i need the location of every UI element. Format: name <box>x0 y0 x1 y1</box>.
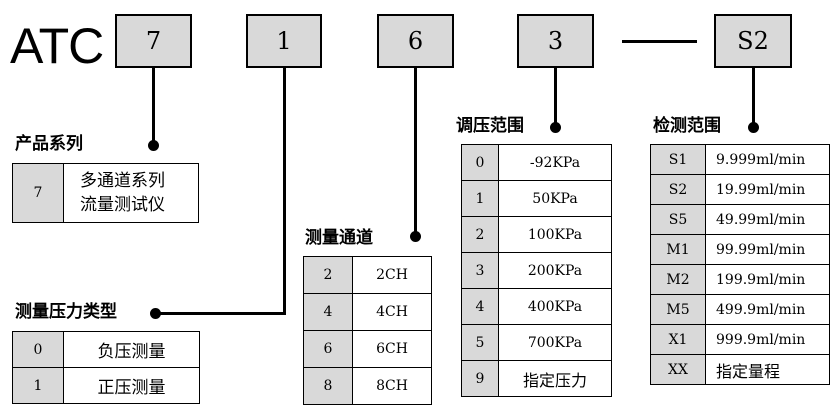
option-code: M5 <box>650 294 706 325</box>
pressure-type-title: 测量压力类型 <box>15 302 117 322</box>
code-box-detection-range: S2 <box>714 14 792 68</box>
option-code: S5 <box>650 204 706 235</box>
table-row: 7 多通道系列 流量测试仪 <box>12 163 199 223</box>
pressure-range-table: 0 -92KPa 1 50KPa 2 100KPa 3 200KPa 4 400… <box>461 144 612 397</box>
connector-dot-pressure-type <box>150 308 161 319</box>
option-code: S1 <box>650 144 706 175</box>
option-code: 2 <box>303 256 353 294</box>
option-label: 100KPa <box>498 216 612 253</box>
table-row: 1 正压测量 <box>12 367 200 404</box>
option-code: S2 <box>650 174 706 205</box>
option-label: 200KPa <box>498 252 612 289</box>
detection-range-table: S1 9.999ml/min S2 19.99ml/min S5 49.99ml… <box>650 144 830 385</box>
option-label-line: 流量测试仪 <box>80 195 165 215</box>
option-label: 700KPa <box>498 324 612 361</box>
connector-detection-range <box>752 68 755 126</box>
table-row: S1 9.999ml/min <box>650 144 830 175</box>
code-box-channels: 6 <box>377 14 454 68</box>
connector-dot-series <box>148 140 159 151</box>
table-row: X1 999.9ml/min <box>650 324 830 355</box>
option-label: -92KPa <box>498 144 612 181</box>
option-code: 2 <box>461 216 499 253</box>
code-box-pressure-type: 1 <box>246 14 322 68</box>
table-row: 2 100KPa <box>461 216 612 253</box>
option-label: 多通道系列 流量测试仪 <box>63 163 199 223</box>
detection-range-title: 检测范围 <box>653 116 721 136</box>
code-box-series: 7 <box>115 14 192 68</box>
table-row: 0 -92KPa <box>461 144 612 181</box>
table-row: XX 指定量程 <box>650 354 830 385</box>
connector-dot-detection-range <box>748 122 759 133</box>
option-label: 正压测量 <box>63 367 200 404</box>
option-code: 1 <box>461 180 499 217</box>
channels-table: 2 2CH 4 4CH 6 6CH 8 8CH <box>303 256 432 405</box>
table-row: 4 4CH <box>303 293 432 331</box>
table-row: 1 50KPa <box>461 180 612 217</box>
code-box-pressure-range: 3 <box>517 14 594 68</box>
table-row: 9 指定压力 <box>461 360 612 397</box>
option-label: 6CH <box>352 330 432 368</box>
option-code: 8 <box>303 367 353 405</box>
pressure-type-table: 0 负压测量 1 正压测量 <box>12 331 200 404</box>
connector-channels <box>414 68 417 235</box>
pressure-range-title: 调压范围 <box>456 116 524 136</box>
option-code: 1 <box>12 367 64 404</box>
option-label: 19.99ml/min <box>705 174 830 205</box>
option-label-line: 多通道系列 <box>80 171 165 191</box>
option-label: 9.999ml/min <box>705 144 830 175</box>
option-code: 4 <box>303 293 353 331</box>
option-label: 999.9ml/min <box>705 324 830 355</box>
table-row: 0 负压测量 <box>12 331 200 368</box>
option-code: 0 <box>461 144 499 181</box>
option-label: 指定量程 <box>705 354 830 385</box>
option-label: 49.99ml/min <box>705 204 830 235</box>
option-code: 3 <box>461 252 499 289</box>
connector-pressure-type-vertical <box>283 68 286 315</box>
option-code: X1 <box>650 324 706 355</box>
option-label: 400KPa <box>498 288 612 325</box>
option-label: 99.99ml/min <box>705 234 830 265</box>
option-code: 4 <box>461 288 499 325</box>
table-row: M5 499.9ml/min <box>650 294 830 325</box>
table-row: 8 8CH <box>303 367 432 405</box>
table-row: 4 400KPa <box>461 288 612 325</box>
model-prefix: ATC <box>10 18 104 74</box>
option-code: 9 <box>461 360 499 397</box>
connector-pressure-range <box>554 68 557 126</box>
option-label: 199.9ml/min <box>705 264 830 295</box>
option-code: M2 <box>650 264 706 295</box>
table-row: S2 19.99ml/min <box>650 174 830 205</box>
option-label: 499.9ml/min <box>705 294 830 325</box>
table-row: S5 49.99ml/min <box>650 204 830 235</box>
table-row: 5 700KPa <box>461 324 612 361</box>
option-code: 7 <box>12 163 64 223</box>
connector-dot-channels <box>410 231 421 242</box>
option-label: 50KPa <box>498 180 612 217</box>
table-row: M2 199.9ml/min <box>650 264 830 295</box>
channels-title: 测量通道 <box>305 228 373 248</box>
table-row: 3 200KPa <box>461 252 612 289</box>
separator-dash <box>622 40 697 43</box>
series-table: 7 多通道系列 流量测试仪 <box>12 163 199 223</box>
series-title: 产品系列 <box>15 134 83 154</box>
option-code: 5 <box>461 324 499 361</box>
option-code: 6 <box>303 330 353 368</box>
connector-dot-pressure-range <box>550 122 561 133</box>
table-row: 6 6CH <box>303 330 432 368</box>
option-label: 2CH <box>352 256 432 294</box>
connector-pressure-type-horizontal <box>155 312 286 315</box>
option-code: M1 <box>650 234 706 265</box>
table-row: 2 2CH <box>303 256 432 294</box>
connector-series <box>152 68 155 145</box>
table-row: M1 99.99ml/min <box>650 234 830 265</box>
option-label: 指定压力 <box>498 360 612 397</box>
option-label: 8CH <box>352 367 432 405</box>
option-code: 0 <box>12 331 64 368</box>
option-code: XX <box>650 354 706 385</box>
option-label: 负压测量 <box>63 331 200 368</box>
option-label: 4CH <box>352 293 432 331</box>
